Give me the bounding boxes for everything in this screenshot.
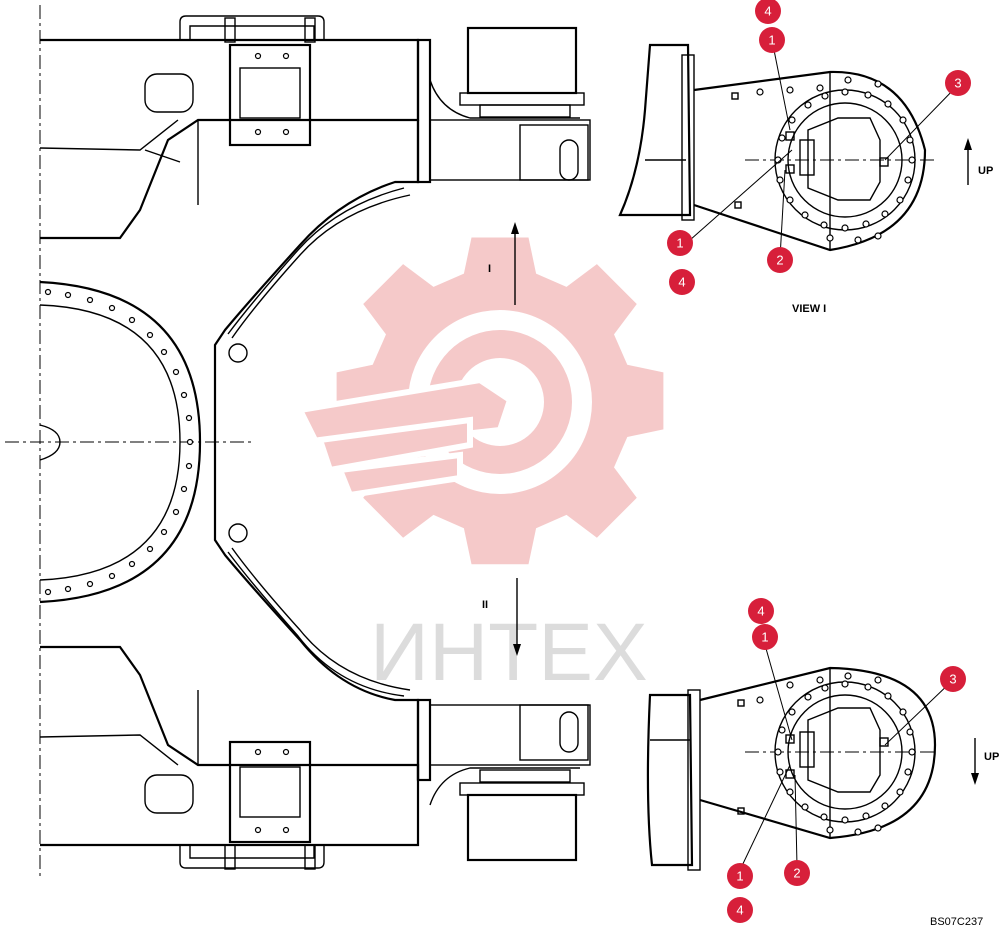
callout-bot-4b: 4 [727,897,753,923]
view-arrow-i: I [488,222,519,305]
leader-lines [689,39,959,871]
watermark-text: ИНТЕХ [370,607,648,698]
view-ii-detail: UP [646,666,999,871]
callout-bot-1b: 1 [727,863,753,889]
view-i-detail: VIEW I UP [618,43,993,315]
hub-bolt-holes [44,288,194,596]
svg-text:4: 4 [678,275,685,290]
svg-text:3: 3 [954,76,961,91]
svg-text:3: 3 [949,672,956,687]
callout-top-2: 2 [767,247,793,273]
view-arrow-ii: II [482,578,521,656]
callout-bot-2: 2 [784,860,810,886]
arrow-i-label: I [488,263,491,275]
figure-code: BS07C237 [930,916,983,928]
up-label-bottom: UP [984,751,999,763]
svg-text:1: 1 [768,33,775,48]
callout-bot-4a: 4 [748,598,774,624]
up-label-top: UP [978,165,993,177]
arrow-ii-label: II [482,599,488,611]
svg-text:1: 1 [676,236,683,251]
callout-bot-1a: 1 [752,624,778,650]
callout-top-1a: 1 [759,27,785,53]
callout-top-3: 3 [945,70,971,96]
callout-top-1b: 1 [667,230,693,256]
svg-text:2: 2 [776,253,783,268]
callout-bot-3: 3 [940,666,966,692]
svg-text:1: 1 [761,630,768,645]
callout-top-4a: 4 [755,0,781,24]
svg-text:4: 4 [764,4,771,19]
svg-text:4: 4 [736,903,743,918]
watermark-gear-logo: ИНТЕХ [295,237,664,698]
svg-text:1: 1 [736,869,743,884]
callout-top-4b: 4 [669,269,695,295]
svg-text:4: 4 [757,604,764,619]
view-i-label: VIEW I [792,303,826,315]
main-frame [5,5,591,880]
callouts: 4 1 3 1 2 4 4 1 3 1 2 4 [667,0,971,923]
svg-text:2: 2 [793,866,800,881]
